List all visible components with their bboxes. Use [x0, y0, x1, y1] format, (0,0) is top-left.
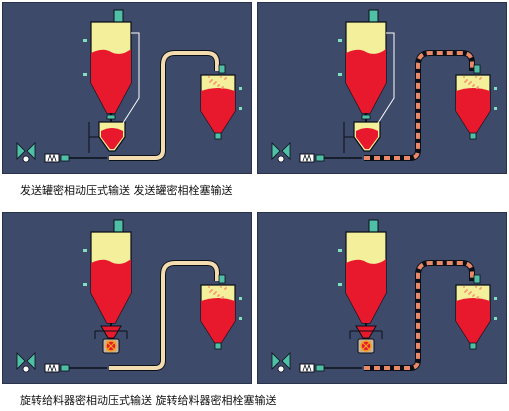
filter-icon — [368, 219, 379, 233]
main-silo-material — [346, 49, 386, 113]
main-silo-material — [346, 259, 386, 323]
rotary-valve-icon — [357, 338, 375, 354]
panel-blow-tank-plug — [257, 2, 507, 174]
filter-icon — [113, 9, 124, 23]
blower-icon — [16, 142, 36, 163]
feed-hopper — [355, 325, 377, 339]
conveying-pipe — [109, 261, 219, 370]
panel-blow-tank-dynamic — [2, 2, 252, 174]
filter-icon — [368, 9, 379, 23]
panel-rotary-plug — [257, 212, 507, 384]
blower-icon — [271, 352, 291, 373]
main-silo-material — [91, 259, 131, 323]
caption-top: 发送罐密相动压式输送 发送罐密相栓塞输送 — [20, 184, 233, 197]
conveying-pipe — [109, 51, 219, 160]
panel-rotary-dynamic — [2, 212, 252, 384]
filter-icon — [113, 219, 124, 233]
conveying-pipe — [364, 51, 474, 160]
rotary-valve-icon — [102, 338, 120, 354]
blower-icon — [16, 352, 36, 373]
caption-bottom: 旋转给料器密相动压式输送 旋转给料器密相栓塞输送 — [20, 394, 277, 407]
conveying-pipe — [364, 261, 474, 370]
feed-hopper — [100, 325, 122, 339]
main-silo-material — [91, 49, 131, 113]
blower-icon — [271, 142, 291, 163]
